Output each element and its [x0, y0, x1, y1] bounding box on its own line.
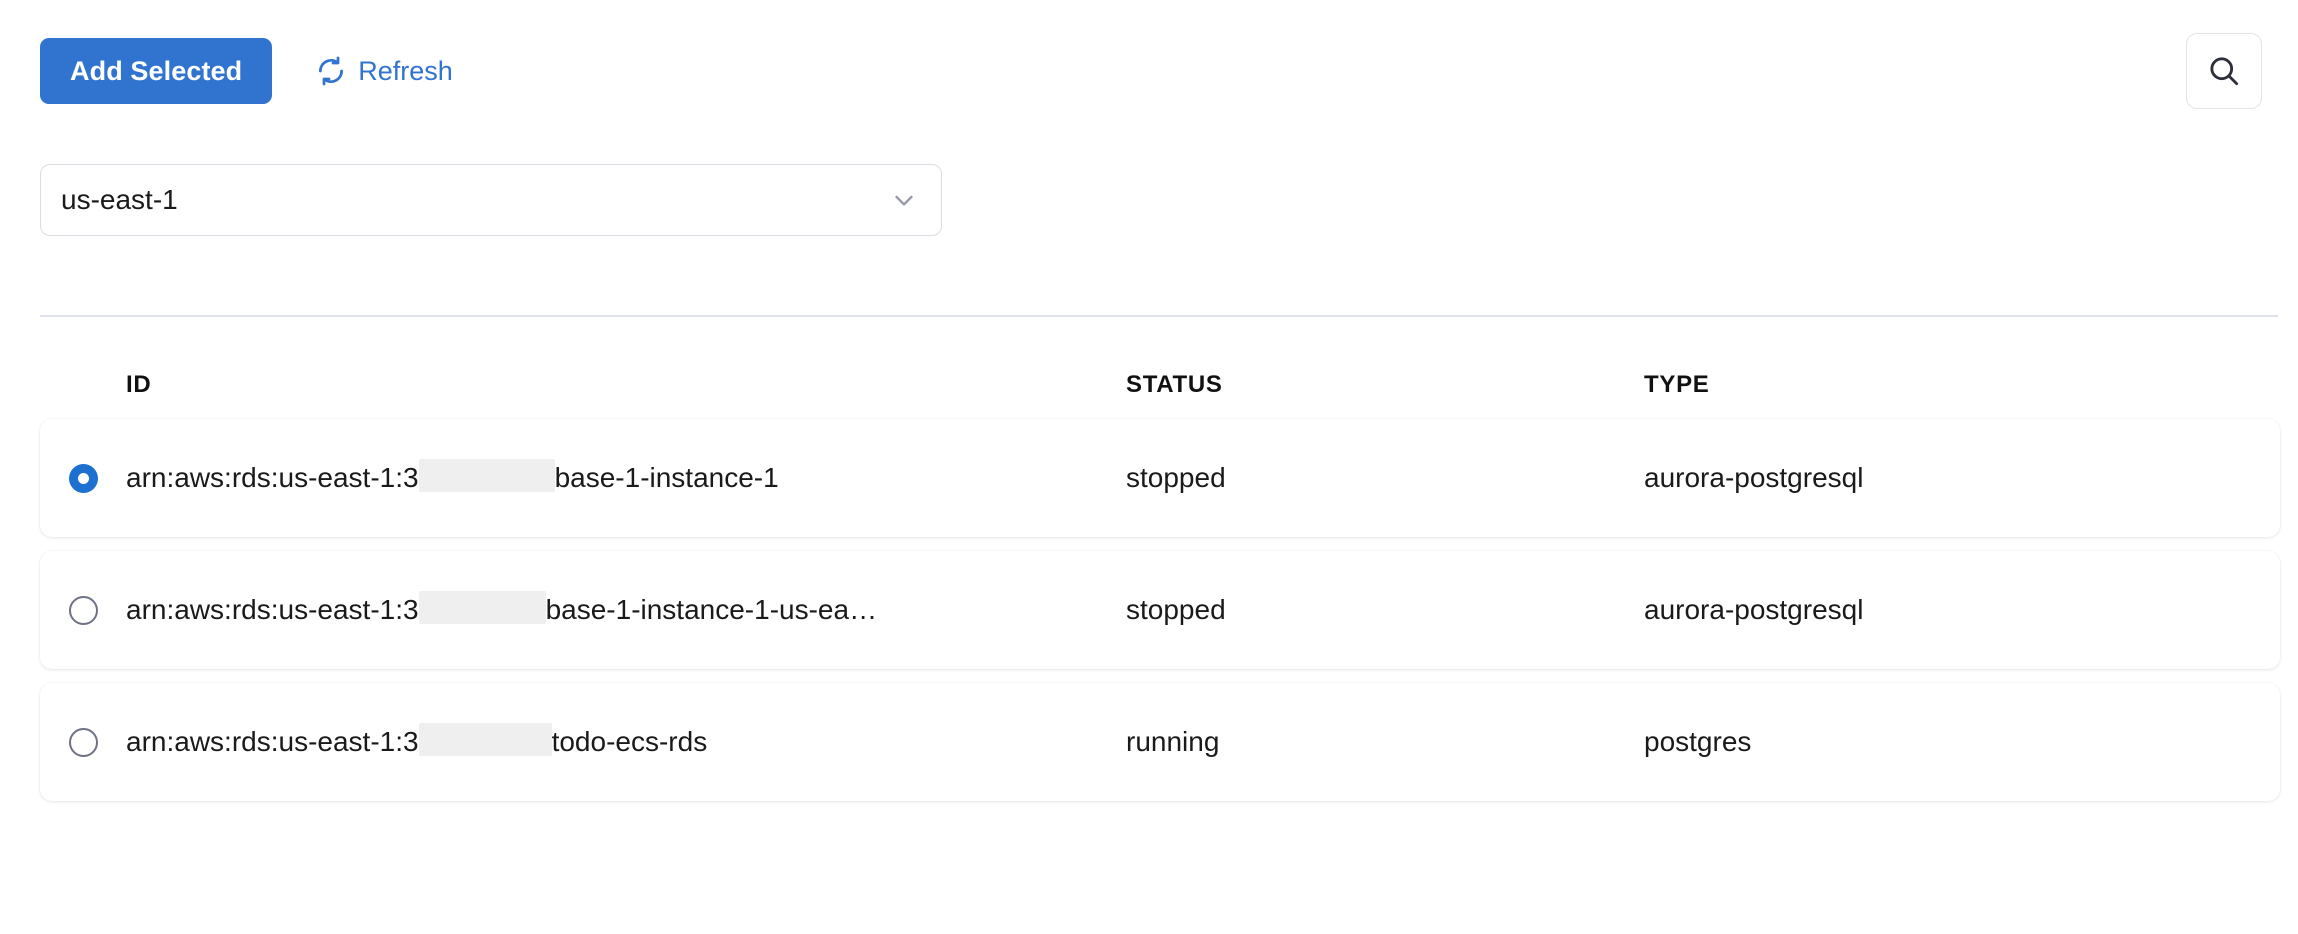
redacted-account-id — [418, 722, 552, 756]
redacted-account-id — [418, 590, 546, 624]
chevron-down-icon — [889, 185, 919, 215]
column-header-status: STATUS — [1126, 371, 1223, 398]
id-suffix: base-1-instance-1-us-ea… — [545, 594, 878, 625]
cell-status: running — [1126, 726, 1220, 757]
id-prefix: arn:aws:rds:us-east-1:3 — [126, 594, 419, 625]
cell-type: postgres — [1644, 726, 1752, 757]
cell-type: aurora-postgresql — [1644, 594, 1864, 625]
redacted-account-id — [418, 458, 555, 492]
id-prefix: arn:aws:rds:us-east-1:3 — [126, 462, 419, 493]
column-header-id: ID — [126, 371, 152, 398]
id-prefix: arn:aws:rds:us-east-1:3 — [126, 726, 419, 757]
region-select-value: us-east-1 — [61, 184, 178, 215]
column-header-type: TYPE — [1644, 371, 1710, 398]
region-select[interactable]: us-east-1 — [40, 164, 942, 236]
refresh-icon — [316, 56, 346, 86]
table-row[interactable]: arn:aws:rds:us-east-1:3 base-1-instance-… — [40, 419, 2280, 537]
radio-selected-icon[interactable] — [68, 463, 98, 493]
radio-unselected-icon[interactable] — [68, 727, 98, 757]
id-suffix: todo-ecs-rds — [551, 726, 708, 757]
table-header-row: ID STATUS TYPE — [0, 355, 2298, 415]
cell-status: stopped — [1126, 462, 1226, 493]
instances-table: ID STATUS TYPE arn:aws:rds:us-east-1:3 b… — [0, 355, 2298, 801]
row-radio[interactable] — [40, 595, 126, 625]
table-row[interactable]: arn:aws:rds:us-east-1:3 todo-ecs-rds run… — [40, 683, 2280, 801]
cell-id: arn:aws:rds:us-east-1:3 todo-ecs-rds — [126, 722, 1126, 759]
radio-unselected-icon[interactable] — [68, 595, 98, 625]
id-suffix: base-1-instance-1 — [554, 462, 779, 493]
cell-id: arn:aws:rds:us-east-1:3 base-1-instance-… — [126, 458, 1126, 495]
refresh-label: Refresh — [358, 55, 453, 86]
search-button[interactable] — [2186, 33, 2262, 109]
section-divider — [40, 315, 2278, 317]
cell-status: stopped — [1126, 594, 1226, 625]
search-icon — [2206, 53, 2242, 89]
table-row[interactable]: arn:aws:rds:us-east-1:3 base-1-instance-… — [40, 551, 2280, 669]
cell-type: aurora-postgresql — [1644, 462, 1864, 493]
row-radio[interactable] — [40, 727, 126, 757]
add-selected-button[interactable]: Add Selected — [40, 38, 273, 104]
cell-id: arn:aws:rds:us-east-1:3 base-1-instance-… — [126, 590, 1126, 627]
refresh-button[interactable]: Refresh — [316, 56, 453, 87]
toolbar: Add Selected Refresh — [40, 38, 2262, 104]
row-radio[interactable] — [40, 463, 126, 493]
table-body: arn:aws:rds:us-east-1:3 base-1-instance-… — [0, 419, 2298, 801]
